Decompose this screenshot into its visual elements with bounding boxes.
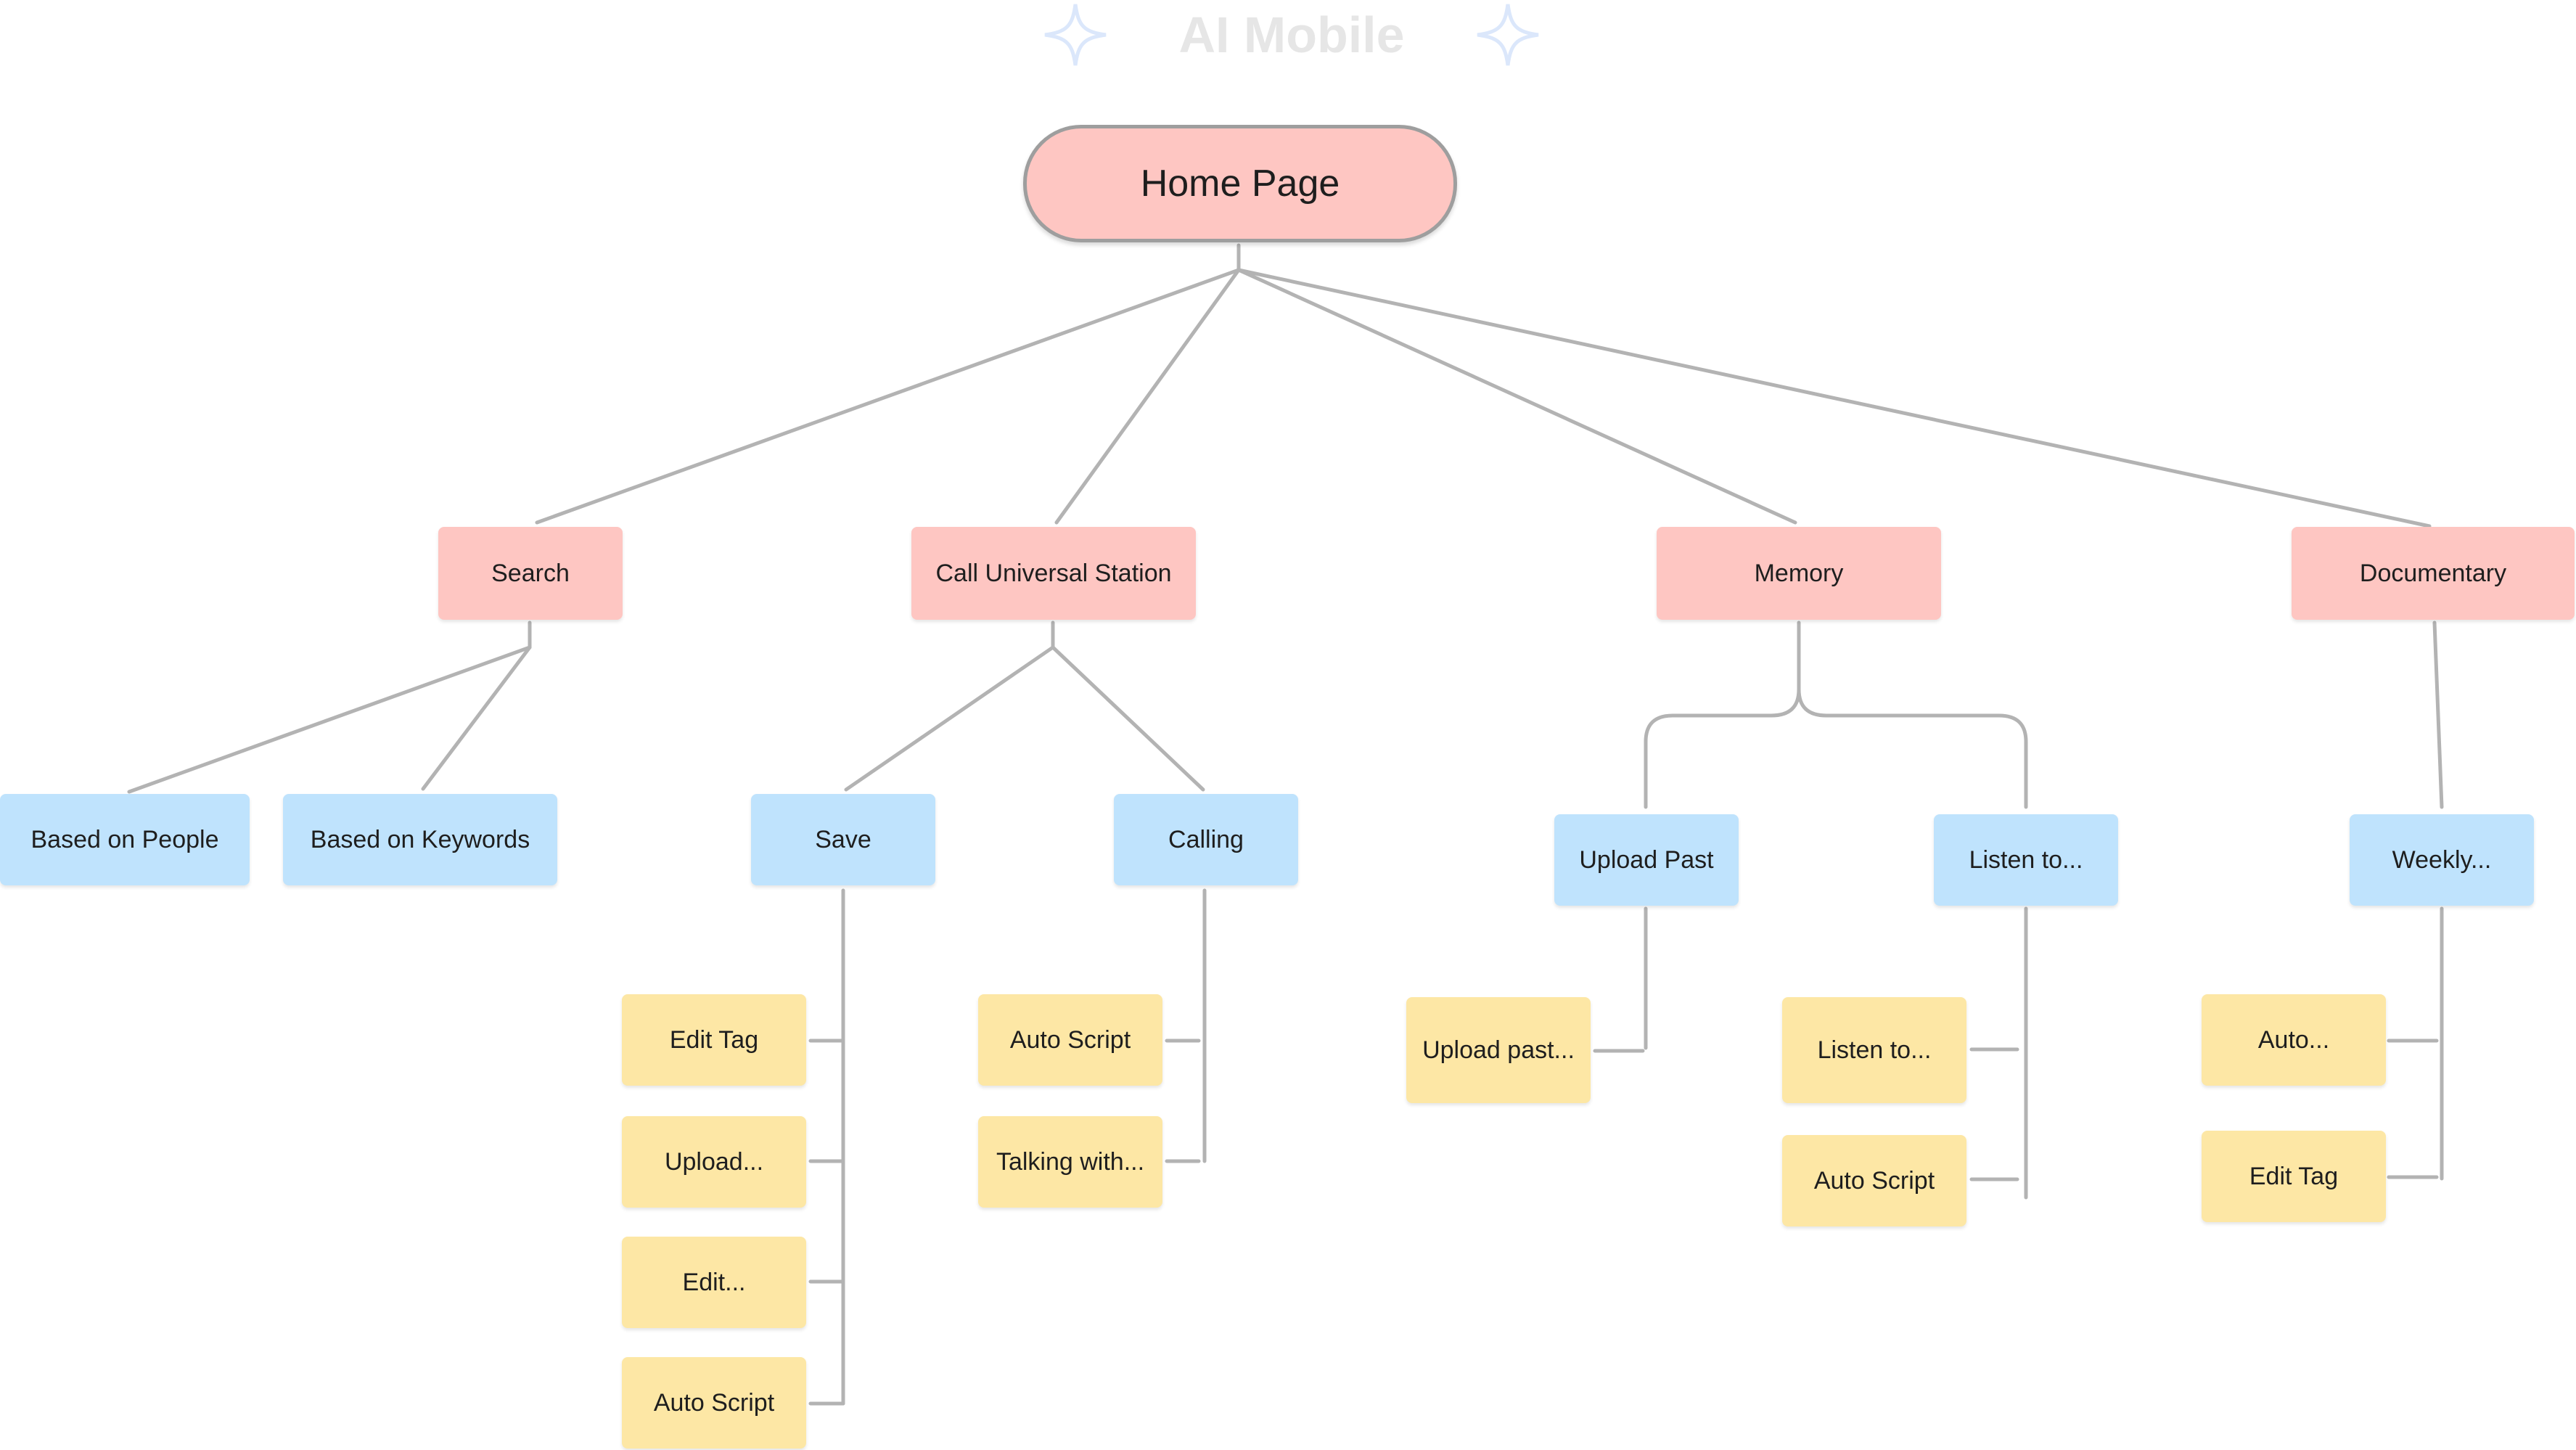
node-label: Search <box>491 559 570 587</box>
node-label: Auto Script <box>653 1388 775 1417</box>
node-upload-past[interactable]: Upload Past <box>1554 814 1739 906</box>
node-call-universal-station[interactable]: Call Universal Station <box>911 527 1196 620</box>
node-label: Save <box>815 825 871 853</box>
node-label: Based on People <box>30 825 219 853</box>
node-documentary[interactable]: Documentary <box>2292 527 2575 620</box>
node-listen-auto-script[interactable]: Auto Script <box>1782 1135 1966 1226</box>
node-label: Auto... <box>2257 1025 2330 1054</box>
node-listen-to[interactable]: Listen to... <box>1934 814 2118 906</box>
node-label: Call Universal Station <box>935 559 1172 587</box>
node-based-on-people[interactable]: Based on People <box>0 794 250 885</box>
node-label: Memory <box>1754 559 1844 587</box>
sparkle-star-icon <box>1477 4 1539 66</box>
node-label: Upload Past <box>1579 845 1714 874</box>
node-based-on-keywords[interactable]: Based on Keywords <box>283 794 557 885</box>
node-weekly-auto[interactable]: Auto... <box>2202 994 2386 1086</box>
node-search[interactable]: Search <box>438 527 623 620</box>
node-upload-past-item[interactable]: Upload past... <box>1406 997 1591 1103</box>
node-listen-to-item[interactable]: Listen to... <box>1782 997 1966 1103</box>
sparkle-star-icon <box>1044 4 1107 66</box>
node-home-page[interactable]: Home Page <box>1023 125 1457 242</box>
node-label: Edit... <box>682 1268 746 1296</box>
node-calling[interactable]: Calling <box>1114 794 1298 885</box>
node-calling-talking-with[interactable]: Talking with... <box>978 1116 1162 1208</box>
node-label: Talking with... <box>996 1147 1145 1176</box>
node-weekly-edit-tag[interactable]: Edit Tag <box>2202 1131 2386 1222</box>
node-label: Auto Script <box>1813 1166 1935 1195</box>
node-save-edit-tag[interactable]: Edit Tag <box>622 994 806 1086</box>
diagram-title: AI Mobile <box>1030 0 1553 73</box>
node-label: Upload... <box>664 1147 764 1176</box>
node-memory[interactable]: Memory <box>1657 527 1941 620</box>
node-label: Documentary <box>2359 559 2507 587</box>
node-label: Upload past... <box>1422 1036 1575 1064</box>
node-label: Edit Tag <box>2249 1162 2339 1190</box>
node-label: Home Page <box>1140 163 1340 205</box>
node-label: Weekly... <box>2392 845 2492 874</box>
node-calling-auto-script[interactable]: Auto Script <box>978 994 1162 1086</box>
node-save[interactable]: Save <box>751 794 935 885</box>
node-save-upload[interactable]: Upload... <box>622 1116 806 1208</box>
node-weekly[interactable]: Weekly... <box>2350 814 2534 906</box>
node-save-auto-script[interactable]: Auto Script <box>622 1357 806 1449</box>
title-text: AI Mobile <box>1178 7 1405 63</box>
node-label: Auto Script <box>1009 1025 1131 1054</box>
node-label: Calling <box>1168 825 1244 853</box>
node-label: Listen to... <box>1817 1036 1932 1064</box>
node-label: Edit Tag <box>669 1025 759 1054</box>
node-save-edit[interactable]: Edit... <box>622 1237 806 1328</box>
node-label: Listen to... <box>1969 845 2083 874</box>
node-label: Based on Keywords <box>310 825 530 853</box>
